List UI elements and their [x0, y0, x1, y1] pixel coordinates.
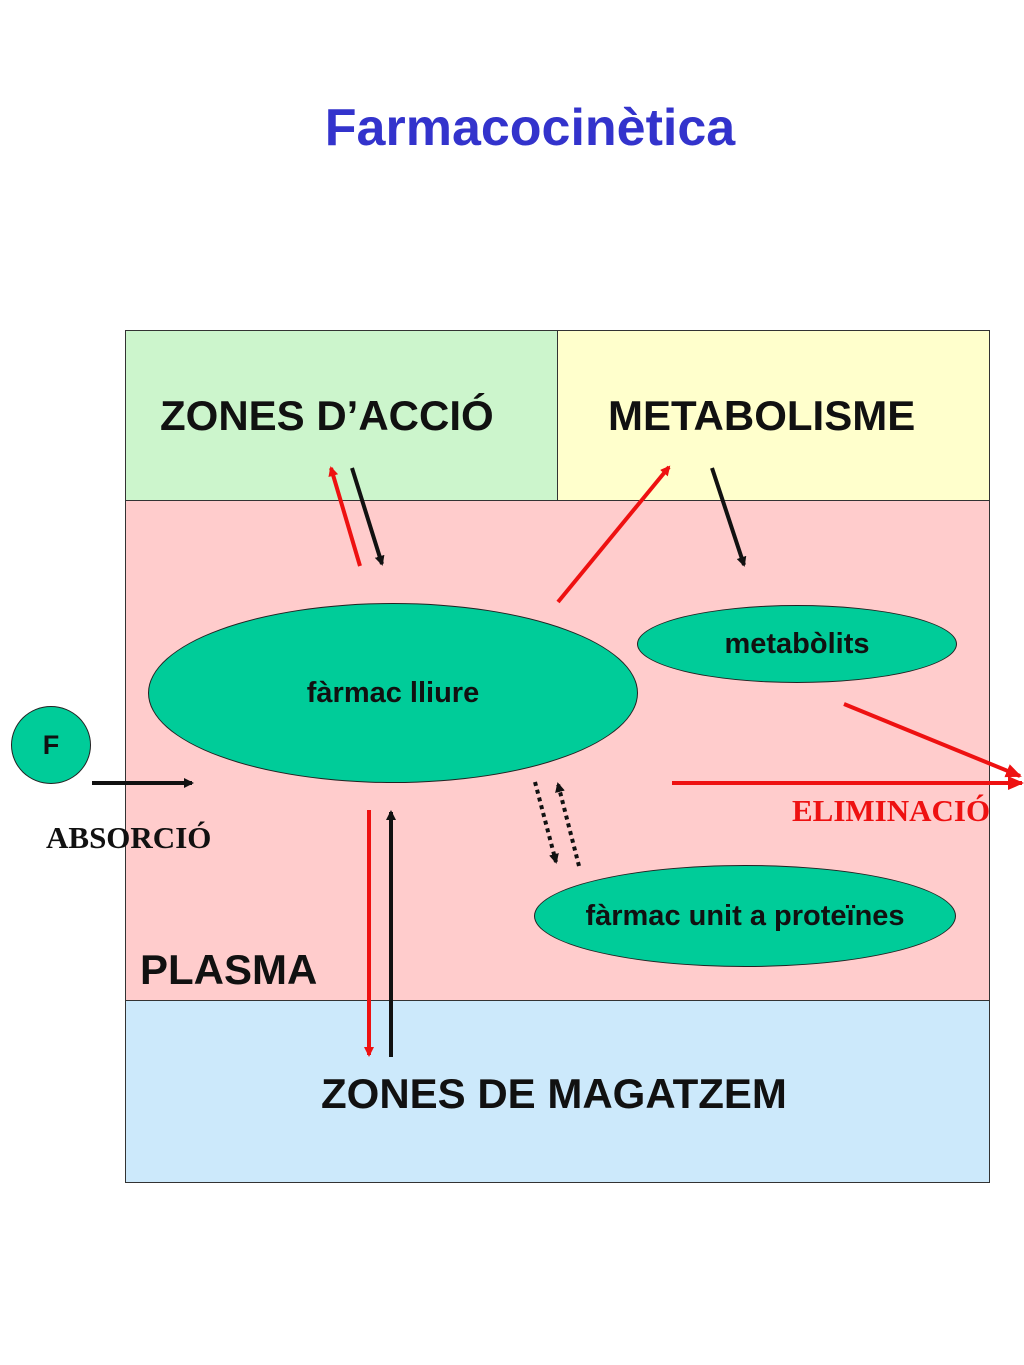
farmac-lliure-label: fàrmac lliure [306, 676, 480, 709]
zone-accio-box [125, 330, 558, 501]
zone-metabolisme-label: METABOLISME [608, 392, 916, 439]
zone-accio-label: ZONES D’ACCIÓ [160, 392, 494, 439]
farmac-unit-label: fàrmac unit a proteïnes [585, 899, 905, 932]
zone-magatzem-box [125, 1000, 990, 1183]
f-label: F [42, 729, 60, 760]
farmac-unit-node: fàrmac unit a proteïnes [534, 865, 956, 967]
eliminacio-label: ELIMINACIÓ [792, 793, 991, 828]
arrow-lliure-to-accio [328, 466, 362, 567]
zone-magatzem-label: ZONES DE MAGATZEM [321, 1070, 787, 1117]
arrow-lliure-to-unit [533, 781, 559, 864]
farmac-lliure-node: fàrmac lliure [148, 603, 638, 783]
arrow-eliminacio-metabolits [843, 702, 1022, 778]
metabolits-label: metabòlits [724, 627, 870, 660]
arrow-metabolisme-to-metabolits [710, 467, 747, 567]
arrow-lliure-to-metabolisme [556, 465, 671, 604]
metabolits-node: metabòlits [637, 605, 957, 683]
arrow-unit-to-lliure [555, 782, 581, 867]
absorcio-label: ABSORCIÓ [46, 820, 212, 855]
f-node: F [11, 706, 91, 784]
page-title: Farmacocinètica [324, 99, 736, 157]
arrow-accio-to-lliure [350, 467, 385, 566]
zone-plasma-label: PLASMA [140, 946, 318, 993]
